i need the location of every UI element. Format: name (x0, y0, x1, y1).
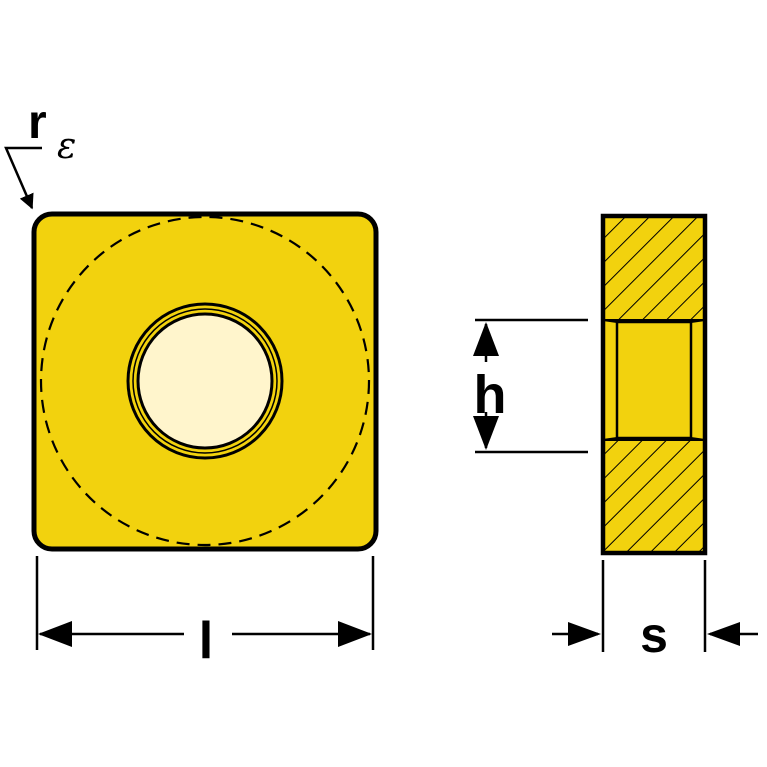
corner-radius-leader (4, 146, 42, 210)
corner-radius-subscript: ε (57, 126, 76, 167)
height-label: h (474, 365, 507, 425)
length-arrowhead-right (338, 621, 372, 647)
thickness-label: s (640, 607, 668, 663)
hole-height-dimension: h (473, 318, 588, 454)
insert-side-view (600, 213, 708, 556)
length-dimension: l (35, 556, 375, 670)
hole-inner-ring (132, 308, 278, 454)
corner-radius-callout: r ε (4, 96, 76, 210)
thickness-arrowhead-left (568, 622, 601, 646)
center-hole (136, 312, 274, 450)
section-upper-hatch (603, 216, 705, 320)
section-lower-hatch (603, 440, 705, 553)
height-arrowhead-bottom (473, 416, 499, 450)
insert-top-view (31, 211, 379, 552)
length-arrowhead-left (38, 621, 72, 647)
section-hole-recess (615, 320, 693, 440)
thickness-dimension: s (552, 560, 758, 663)
thickness-arrowhead-right (707, 622, 740, 646)
length-label: l (199, 612, 213, 670)
inscribed-circle (39, 215, 371, 547)
section-outline (600, 213, 708, 556)
corner-radius-label: r (28, 96, 47, 149)
height-arrowhead-top (473, 322, 499, 356)
